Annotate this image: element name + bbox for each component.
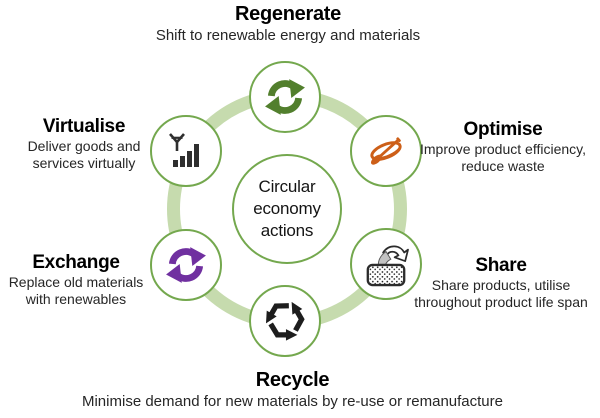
optimise-description: Improve product efficiency, reduce waste xyxy=(419,141,586,174)
virtualise-description: Deliver goods and services virtually xyxy=(27,138,141,171)
virtualise-label-block: Virtualise Deliver goods and services vi… xyxy=(14,116,154,171)
share-description: Share products, utilise throughout produ… xyxy=(414,277,588,310)
virtualise-title: Virtualise xyxy=(42,116,126,137)
cycle-arrows-icon xyxy=(264,76,306,118)
antenna-signal-bars-icon xyxy=(166,131,206,171)
regenerate-title: Regenerate xyxy=(235,3,341,25)
share-title: Share xyxy=(475,255,527,276)
center-circle: Circular economy actions xyxy=(232,154,342,264)
node-regenerate xyxy=(249,61,321,133)
canoe-paddle-icon xyxy=(363,128,409,174)
center-label: Circular economy actions xyxy=(253,176,321,242)
share-label-block: Share Share products, utilise throughout… xyxy=(403,255,599,310)
center-label-line: actions xyxy=(260,221,314,240)
recycle-arrows-icon xyxy=(264,300,306,342)
center-label-line: economy xyxy=(253,199,321,218)
recycle-label-block: Recycle Minimise demand for new material… xyxy=(0,368,585,411)
recycle-title: Recycle xyxy=(255,369,330,391)
regenerate-label-block: Regenerate Shift to renewable energy and… xyxy=(0,2,576,45)
exchange-label-block: Exchange Replace old materials with rene… xyxy=(0,252,152,307)
exchange-title: Exchange xyxy=(32,252,120,273)
regenerate-description: Shift to renewable energy and materials xyxy=(155,27,421,44)
recycle-description: Minimise demand for new materials by re-… xyxy=(81,393,503,410)
node-exchange xyxy=(150,229,222,301)
node-virtualise xyxy=(150,115,222,187)
cycle-arrows-icon xyxy=(165,244,207,286)
node-recycle xyxy=(249,285,321,357)
center-label-line: Circular xyxy=(258,177,316,196)
reuse-box-arrow-icon xyxy=(363,241,409,287)
optimise-label-block: Optimise Improve product efficiency, red… xyxy=(418,119,588,174)
optimise-title: Optimise xyxy=(463,119,543,140)
exchange-description: Replace old materials with renewables xyxy=(8,274,144,307)
node-optimise xyxy=(350,115,422,187)
node-share xyxy=(350,228,422,300)
